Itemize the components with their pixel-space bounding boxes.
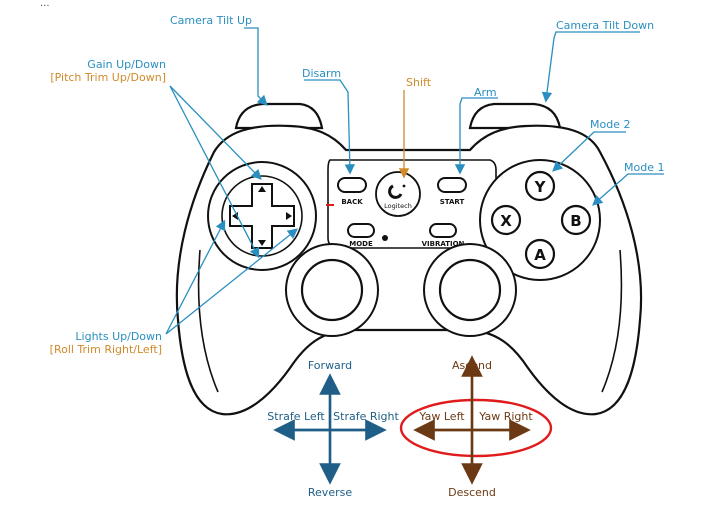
button-x[interactable]: X bbox=[490, 204, 522, 236]
back-button[interactable]: BACK bbox=[337, 177, 367, 206]
button-a-label: A bbox=[534, 246, 546, 264]
start-button[interactable]: START bbox=[437, 177, 467, 206]
label-roll-trim: [Roll Trim Right/Left] bbox=[50, 343, 162, 356]
left-bumper bbox=[234, 102, 324, 130]
right-stick-directions bbox=[413, 355, 531, 485]
mode-label: MODE bbox=[349, 240, 373, 248]
label-shift: Shift bbox=[406, 76, 432, 89]
button-a[interactable]: A bbox=[524, 238, 556, 270]
center-buttons: BACK START MODE VIBRATION Logitech bbox=[326, 171, 467, 248]
label-mode2: Mode 2 bbox=[590, 118, 630, 131]
camera-tilt-down-leader bbox=[541, 31, 640, 103]
arm-leader bbox=[454, 97, 498, 175]
label-arm: Arm bbox=[474, 86, 497, 99]
back-label: BACK bbox=[341, 198, 363, 206]
label-camera-tilt-up: Camera Tilt Up bbox=[170, 14, 252, 27]
button-y[interactable]: Y bbox=[524, 170, 556, 202]
button-b-label: B bbox=[570, 212, 581, 230]
logitech-logo: Logitech bbox=[375, 171, 421, 217]
gain-leader-1 bbox=[169, 85, 262, 180]
label-strafe-left: Strafe Left bbox=[267, 410, 325, 423]
vibration-button[interactable]: VIBRATION bbox=[422, 223, 465, 248]
dpad-area bbox=[207, 161, 317, 271]
label-ascend: Ascend bbox=[452, 359, 492, 372]
mode2-leader bbox=[552, 131, 626, 172]
mode-button[interactable]: MODE bbox=[347, 223, 375, 248]
dpad-cross[interactable] bbox=[229, 183, 295, 249]
right-stick[interactable] bbox=[423, 243, 517, 337]
dpad-up-icon bbox=[258, 186, 266, 192]
mode-led bbox=[382, 235, 388, 241]
dpad-right-icon bbox=[286, 212, 292, 220]
label-yaw-left: Yaw Left bbox=[418, 410, 465, 423]
brand-label: Logitech bbox=[384, 202, 412, 210]
lights-leader-1 bbox=[165, 219, 226, 335]
label-disarm: Disarm bbox=[302, 67, 341, 80]
label-descend: Descend bbox=[448, 486, 496, 499]
start-label: START bbox=[440, 198, 465, 206]
disarm-leader bbox=[304, 79, 356, 175]
label-camera-tilt-down: Camera Tilt Down bbox=[556, 19, 654, 32]
label-gain: Gain Up/Down bbox=[87, 58, 166, 71]
lights-leader-2 bbox=[165, 228, 299, 335]
label-reverse: Reverse bbox=[308, 486, 352, 499]
camera-tilt-up-leader bbox=[244, 27, 268, 106]
vibration-label: VIBRATION bbox=[422, 240, 465, 248]
dpad-down-icon bbox=[258, 240, 266, 246]
face-button-area: Y X B A bbox=[479, 159, 601, 281]
left-stick-directions bbox=[273, 373, 387, 485]
button-x-label: X bbox=[500, 212, 512, 230]
button-b[interactable]: B bbox=[560, 204, 592, 236]
mode1-leader bbox=[592, 173, 664, 206]
label-pitch-trim: [Pitch Trim Up/Down] bbox=[50, 71, 166, 84]
right-bumper bbox=[468, 102, 562, 130]
label-lights: Lights Up/Down bbox=[75, 330, 162, 343]
label-forward: Forward bbox=[308, 359, 352, 372]
label-yaw-right: Yaw Right bbox=[478, 410, 533, 423]
label-mode1: Mode 1 bbox=[624, 161, 664, 174]
left-stick[interactable] bbox=[285, 243, 379, 337]
button-y-label: Y bbox=[534, 178, 547, 196]
top-note: ... bbox=[40, 0, 50, 9]
label-strafe-right: Strafe Right bbox=[333, 410, 399, 423]
yaw-highlight-ring bbox=[399, 398, 553, 458]
gain-leader-2 bbox=[169, 85, 260, 259]
